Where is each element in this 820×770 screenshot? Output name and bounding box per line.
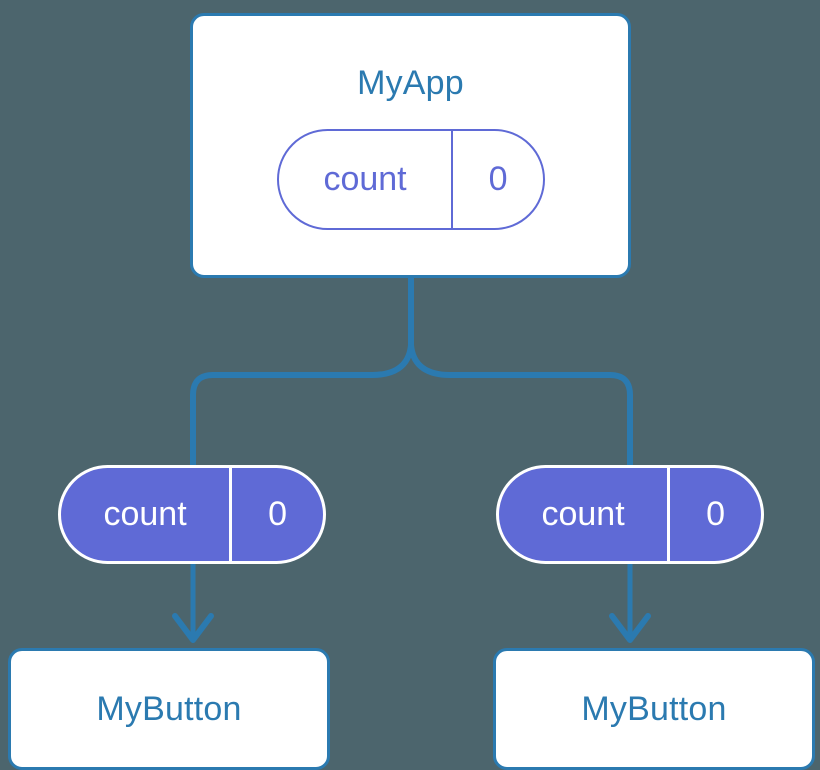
arrow-head-left-icon <box>172 613 214 643</box>
state-pill-child-left-value: 0 <box>229 468 323 561</box>
state-pill-child-left-key: count <box>103 495 187 533</box>
state-pill-child-left[interactable]: count 0 <box>58 465 326 564</box>
component-box-mybutton-left[interactable]: MyButton <box>8 648 330 770</box>
arrow-head-right-icon <box>609 613 651 643</box>
state-pill-child-right-value: 0 <box>667 468 761 561</box>
state-pill-root-value: 0 <box>451 131 543 228</box>
component-title-mybutton-right: MyButton <box>581 689 727 728</box>
connector-branch-left <box>190 344 414 466</box>
connector-branch-right <box>408 344 633 466</box>
state-pill-child-right-key: count <box>541 495 625 533</box>
component-box-mybutton-right[interactable]: MyButton <box>493 648 815 770</box>
component-title-mybutton-left: MyButton <box>96 689 242 728</box>
state-pill-root[interactable]: count 0 <box>277 129 545 230</box>
component-title-myapp: MyApp <box>357 64 464 102</box>
state-pill-child-right[interactable]: count 0 <box>496 465 764 564</box>
state-pill-root-key: count <box>323 160 407 198</box>
